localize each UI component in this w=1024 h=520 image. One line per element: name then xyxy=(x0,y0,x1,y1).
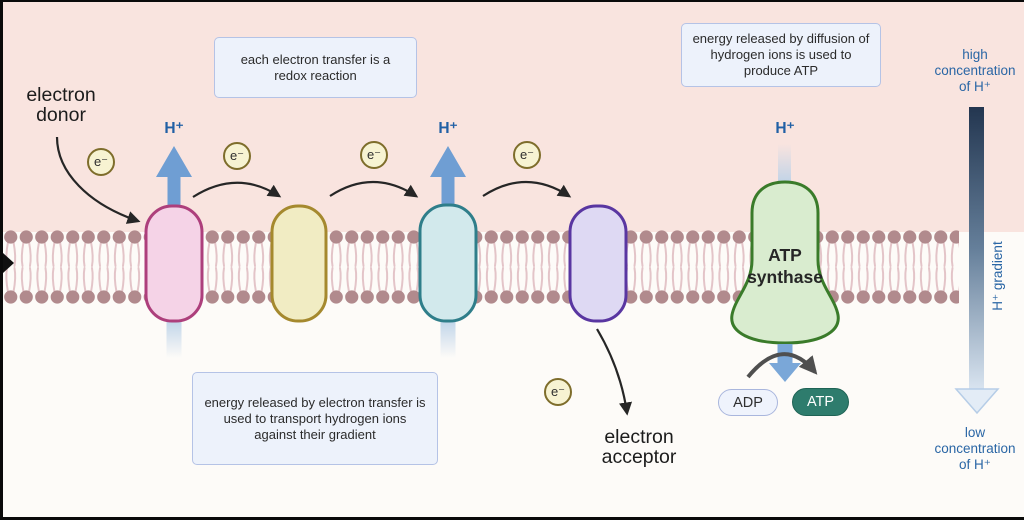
arrow-protein4-to-acceptor xyxy=(596,328,633,416)
arrow-adp-to-atp xyxy=(746,352,818,379)
atp-synthase-shape xyxy=(730,180,840,345)
proton-gradient-axis-label: H⁺ gradient xyxy=(990,241,1005,311)
high-concentration-label: high concentration of H⁺ xyxy=(934,47,1016,94)
electron-token-2: e⁻ xyxy=(223,142,251,170)
atp-synthase-label: ATP synthase xyxy=(747,245,823,287)
adp-pill-text: ADP xyxy=(733,394,763,411)
atp-pill-text: ATP xyxy=(806,394,835,410)
electron-token-text: e⁻ xyxy=(550,384,566,399)
arrow-protein1-to-protein2 xyxy=(192,181,282,198)
electron-path-arrows xyxy=(55,136,633,416)
adp-pill: ADP xyxy=(718,389,778,416)
callout-transport-energy: energy released by electron transfer is … xyxy=(192,372,438,465)
carrier-protein-pink xyxy=(144,204,204,323)
gradient-arrowhead-icon xyxy=(954,388,1000,415)
proton-channel-stem-2 xyxy=(440,320,456,358)
electron-token-text: e⁻ xyxy=(366,147,382,162)
callout-atp-energy: energy released by diffusion of hydrogen… xyxy=(681,23,881,87)
carrier-protein-yellow xyxy=(270,204,328,323)
carrier-protein-teal xyxy=(418,203,478,323)
low-concentration-label: low concentration of H⁺ xyxy=(934,425,1016,472)
electron-token-4: e⁻ xyxy=(513,141,541,169)
proton-label-3: H⁺ xyxy=(775,120,795,137)
arrow-donor-to-protein1 xyxy=(55,136,141,224)
electron-token-1: e⁻ xyxy=(87,148,115,176)
electron-token-3: e⁻ xyxy=(360,141,388,169)
arrow-protein2-to-protein3 xyxy=(329,180,419,198)
electron-token-text: e⁻ xyxy=(519,147,535,162)
proton-label-2: H⁺ xyxy=(438,120,458,137)
atp-pill: ATP xyxy=(792,388,849,416)
callout-redox: each electron transfer is a redox reacti… xyxy=(214,37,417,98)
electron-token-text: e⁻ xyxy=(229,148,245,163)
proton-channel-stem-1 xyxy=(166,320,182,358)
electron-token-5: e⁻ xyxy=(544,378,572,406)
proton-gradient-bar xyxy=(954,107,1000,415)
electron-acceptor-label: electron acceptor xyxy=(601,426,677,468)
proton-inflow-stripe xyxy=(778,144,791,186)
arrow-protein3-to-protein4 xyxy=(482,180,572,198)
electron-donor-label: electron donor xyxy=(26,84,96,126)
proton-label-1: H⁺ xyxy=(164,120,184,137)
electron-token-text: e⁻ xyxy=(93,154,109,169)
carrier-protein-purple xyxy=(568,204,628,323)
left-edge-arrow-icon xyxy=(3,253,14,273)
